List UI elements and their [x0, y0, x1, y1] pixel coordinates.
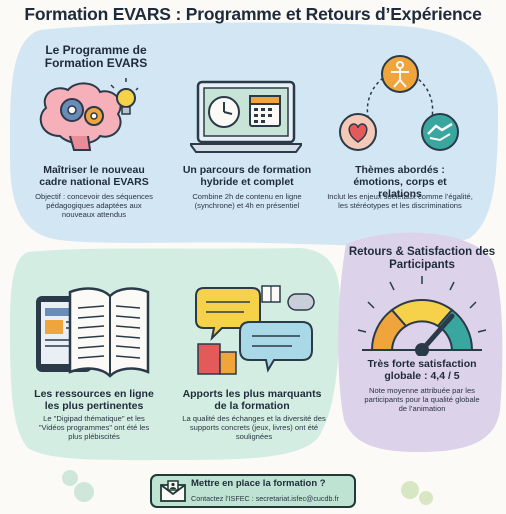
page-title: Formation EVARS : Programme et Retours d…: [24, 4, 482, 24]
laptop-clock-calendar-icon: [190, 80, 302, 153]
card-desc-parcours: Combine 2h de contenu en ligne (synchron…: [192, 192, 302, 210]
card-title-ressources: Les ressources en ligne les plus pertine…: [34, 388, 154, 412]
gauge-icon: [357, 276, 487, 356]
card-title-themes: Thèmes abordés : émotions, corps et rela…: [353, 164, 447, 200]
satisfaction-heading: Retours & Satisfaction des Participants: [348, 246, 496, 271]
themes-cycle-icon: [339, 55, 459, 151]
satisfaction-title: Très forte satisfaction globale : 4,4 / …: [367, 358, 477, 382]
card-desc-apports: La qualité des échanges et la diversité …: [182, 414, 326, 441]
satisfaction-desc: Note moyenne attribuée par les participa…: [364, 386, 480, 413]
card-desc-cadre: Objectif : concevoir des séquences pédag…: [35, 192, 153, 219]
speech-bubbles-icon: [195, 285, 315, 375]
cta-title: Mettre en place la formation ?: [191, 478, 326, 489]
card-title-apports: Apports les plus marquants de la formati…: [182, 388, 322, 412]
card-title-parcours: Un parcours de formation hybride et comp…: [182, 164, 312, 188]
cta-contact[interactable]: Contactez l’ISFEC : secretariat.isfec@cu…: [191, 494, 339, 503]
programme-heading: Le Programme de Formation EVARS: [44, 43, 148, 70]
card-desc-ressources: Le "Digipad thématique" et les "Vidéos p…: [38, 414, 150, 441]
card-desc-themes: Inclut les enjeux sociétaux comme l’égal…: [327, 192, 473, 210]
cta-box[interactable]: [150, 474, 356, 508]
envelope-icon: [160, 480, 186, 502]
tablet-book-icon: [36, 287, 150, 378]
brain-gears-icon: [39, 78, 139, 151]
card-title-cadre: Maîtriser le nouveau cadre national EVAR…: [39, 164, 149, 188]
